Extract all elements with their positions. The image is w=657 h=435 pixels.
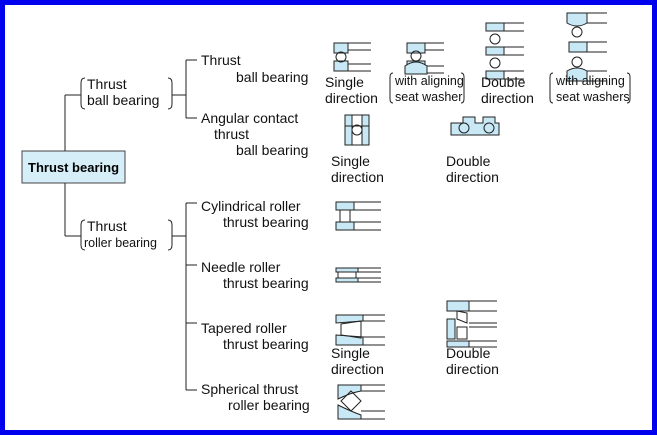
type-thrust-ball-label-1: Thrust [201, 52, 241, 68]
type-needle-label-2: thrust bearing [223, 275, 309, 291]
type-tapered-label-2: thrust bearing [223, 336, 309, 352]
type-thrust-ball-label-2: ball bearing [236, 69, 308, 85]
variant-ball-double-1: Double [481, 74, 526, 90]
variant-ball-double-aligning-bracket [549, 72, 631, 104]
root-label: Thrust bearing [28, 160, 119, 175]
variant-angular-double-1: Double [446, 153, 491, 169]
type-tapered-label-1: Tapered roller [201, 320, 287, 336]
type-needle-label-1: Needle roller [201, 259, 281, 275]
variant-tapered-double-2: direction [446, 361, 499, 377]
variant-ball-single-2: direction [325, 90, 378, 106]
variant-angular-single-1: Single [331, 153, 370, 169]
angular-single-icon [344, 114, 370, 146]
variant-angular-double-2: direction [446, 169, 499, 185]
type-spherical-label-2: roller bearing [228, 397, 310, 413]
type-angular-label-1: Angular contact [201, 110, 298, 126]
diagram-frame: Thrust bearing Thrust ball bearing Thrus… [5, 5, 652, 430]
variant-tapered-single-1: Single [331, 345, 370, 361]
type-spherical-label-1: Spherical thrust [201, 381, 298, 397]
spherical-roller-icon [337, 384, 385, 420]
type-cylindrical-label-1: Cylindrical roller [201, 198, 301, 214]
type-angular-label-3: ball bearing [236, 142, 308, 158]
variant-ball-single-1: Single [325, 74, 364, 90]
needle-roller-icon [335, 267, 381, 283]
variant-angular-single-2: direction [331, 169, 384, 185]
variant-ball-double-aligning-2: seat washers [556, 90, 630, 104]
variant-ball-aligning-1: with aligning [394, 74, 464, 88]
thrust-ball-aligning-icon [404, 42, 444, 75]
thrust-ball-double-aligning-icon [566, 12, 607, 82]
cylindrical-roller-icon [335, 201, 381, 231]
variant-tapered-double-1: Double [446, 345, 491, 361]
variant-ball-double-2: direction [481, 90, 534, 106]
angular-double-icon [450, 116, 500, 136]
group-roller-label-2: roller bearing [84, 236, 157, 250]
group-roller-bracket [80, 219, 173, 251]
group-roller-connectors [172, 202, 197, 391]
variant-tapered-single-2: direction [331, 361, 384, 377]
root-connectors [64, 94, 81, 237]
thrust-ball-double-icon [485, 22, 524, 80]
group-roller-label-1: Thrust [87, 218, 127, 234]
group-ball-label-1: Thrust [87, 76, 127, 92]
bearing-classification-diagram: Thrust bearing Thrust ball bearing Thrus… [21, 12, 631, 420]
root-box [21, 150, 126, 184]
variant-ball-aligning-2: seat washer [395, 90, 462, 104]
type-cylindrical-label-2: thrust bearing [223, 214, 309, 230]
thrust-ball-single-icon [333, 42, 371, 72]
tapered-single-icon [335, 314, 385, 346]
type-angular-label-2: thrust [214, 126, 249, 142]
group-ball-connectors [172, 59, 197, 119]
variant-ball-double-aligning-1: with aligning [555, 74, 625, 88]
tapered-double-icon [446, 300, 497, 348]
group-ball-bracket [80, 77, 173, 110]
variant-ball-aligning-bracket [389, 72, 465, 104]
group-ball-label-2: ball bearing [87, 92, 159, 108]
